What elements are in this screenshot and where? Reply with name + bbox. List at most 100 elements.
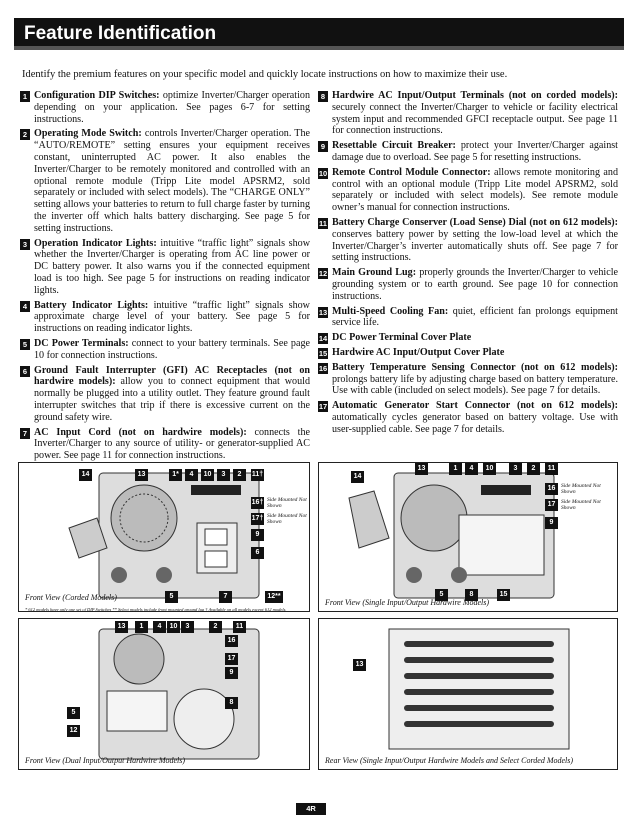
feature-number-badge: 15 [318,347,328,359]
feature-description: allow you to connect equipment that woul… [34,376,310,423]
feature-item-1: 1 Configuration DIP Switches: optimize In… [20,90,310,125]
feature-description: protect your Inverter/Charger against da… [332,140,618,163]
feature-term: Multi-Speed Cooling Fan: [332,305,449,317]
callout-13: 13 [115,621,128,633]
feature-term: Resettable Circuit Breaker: [332,140,456,152]
caption-rear: Rear View (Single Input/Output Hardwire … [325,756,574,765]
callout-12: 12** [265,591,283,603]
feature-item-13: 13 Multi-Speed Cooling Fan: quiet, effici… [318,306,618,330]
feature-description: intuitive “traffic light” signals show w… [34,237,310,296]
feature-description: automatically cycles generator based on … [332,411,618,435]
callout-7: 7 [219,591,232,603]
figure-dual-hardwire: 13 1 4 10 3 2 11 16 17 9 5 12 8 Front Vi… [18,618,310,770]
feature-number-badge: 1 [20,91,30,102]
callout-16: 16† [251,497,264,509]
side-label-16: Side Mounted Not Shown [267,497,307,509]
callout-5: 5 [165,591,178,603]
figure-corded: 14 13 1* 4 10 3 2 11† 16† 17† 9 6 5 7 12… [18,462,310,612]
callout-11: 11† [251,469,264,481]
feature-number-badge: 13 [318,306,328,318]
callout-9: 9 [251,529,264,541]
callout-15: 15 [497,589,510,601]
feature-number-badge: 10 [318,167,328,179]
feature-term: Battery Temperature Sensing Connector (n… [332,361,618,373]
callout-8: 8 [465,589,478,601]
feature-description: conserves battery power by setting the l… [332,228,618,264]
callout-14: 14 [79,469,92,481]
feature-description: connect to your battery terminals. See p… [34,337,310,361]
callout-12: 12 [67,725,80,737]
caption-dual-hardwire: Front View (Dual Input/Output Hardwire M… [25,756,186,765]
callout-17: 17† [251,513,264,525]
callout-13: 13 [135,469,148,481]
callout-2: 2 [209,621,222,633]
feature-term: Operating Mode Switch: [34,128,142,140]
feature-term: Hardwire AC Input/Output Cover Plate [332,346,505,358]
feature-description: prolongs battery life by adjusting charg… [332,373,618,397]
callout-4: 4 [465,463,478,475]
feature-description: connects the Inverter/Charger to any sou… [34,426,310,462]
dual-hardwire-illustration [98,628,260,760]
feature-number-badge: 6 [20,365,30,377]
feature-number-badge: 12 [318,268,328,280]
callout-6: 6 [251,547,264,559]
callout-13: 13 [353,659,366,671]
feature-term: Configuration DIP Switches: [34,90,160,101]
figure-rear: 13 Rear View (Single Input/Output Hardwi… [318,618,618,770]
feature-description: optimize Inverter/Charger operation depe… [34,90,310,125]
feature-description: quiet, efficient fan prolongs equipment … [332,305,618,329]
feature-term: Operation Indicator Lights: [34,237,157,249]
rear-illustration [388,628,570,750]
page-title: Feature Identification [24,23,217,44]
feature-number-badge: 9 [318,141,328,153]
side-label-16: Side Mounted Not Shown [561,483,601,495]
callout-9: 9 [545,517,558,529]
callout-17: 17 [225,653,238,665]
callout-5: 5 [67,707,80,719]
callout-16: 16 [545,483,558,495]
feature-number-badge: 11 [318,217,328,229]
feature-item-6: 6 Ground Fault Interrupter (GFI) AC Recep… [20,365,310,424]
single-hardwire-illustration [348,472,555,599]
feature-term: Hardwire AC Input/Output Terminals (not … [332,90,618,101]
intro-text: Identify the premium features on your sp… [22,69,508,80]
feature-item-9: 9 Resettable Circuit Breaker: protect you… [318,140,618,164]
feature-term: Ground Fault Interrupter (GFI) AC Recept… [34,364,310,388]
feature-term: DC Power Terminal Cover Plate [332,332,472,344]
callout-10: 10 [483,463,496,475]
callout-10: 10 [167,621,180,633]
feature-number-badge: 8 [318,91,328,102]
callout-14: 14 [351,471,364,483]
callout-9: 9 [225,667,238,679]
feature-term: Battery Charge Conserver (Load Sense) Di… [332,216,618,228]
feature-number-badge: 17 [318,401,328,413]
callout-2: 2 [527,463,540,475]
callout-1: 1* [169,469,182,481]
callout-11: 11 [233,621,246,633]
feature-item-15: 15 Hardwire AC Input/Output Cover Plate [318,347,618,359]
feature-item-14: 14 DC Power Terminal Cover Plate [318,332,618,345]
feature-item-11: 11 Battery Charge Conserver (Load Sense) … [318,217,618,264]
feature-number-badge: 14 [318,333,328,345]
corded-illustration [68,472,260,599]
callout-3: 3 [181,621,194,633]
callout-4: 4 [185,469,198,481]
feature-term: DC Power Terminals: [34,337,129,349]
callout-16: 16 [225,635,238,647]
callout-17: 17 [545,499,558,511]
feature-number-badge: 4 [20,300,30,312]
page-number: 4R [296,803,326,815]
callout-5: 5 [435,589,448,601]
callout-13: 13 [415,463,428,475]
feature-term: AC Input Cord (not on hardwire models): [34,426,247,438]
callout-4: 4 [153,621,166,633]
callout-2: 2 [233,469,246,481]
side-label-17: Side Mounted Not Shown [561,499,601,511]
